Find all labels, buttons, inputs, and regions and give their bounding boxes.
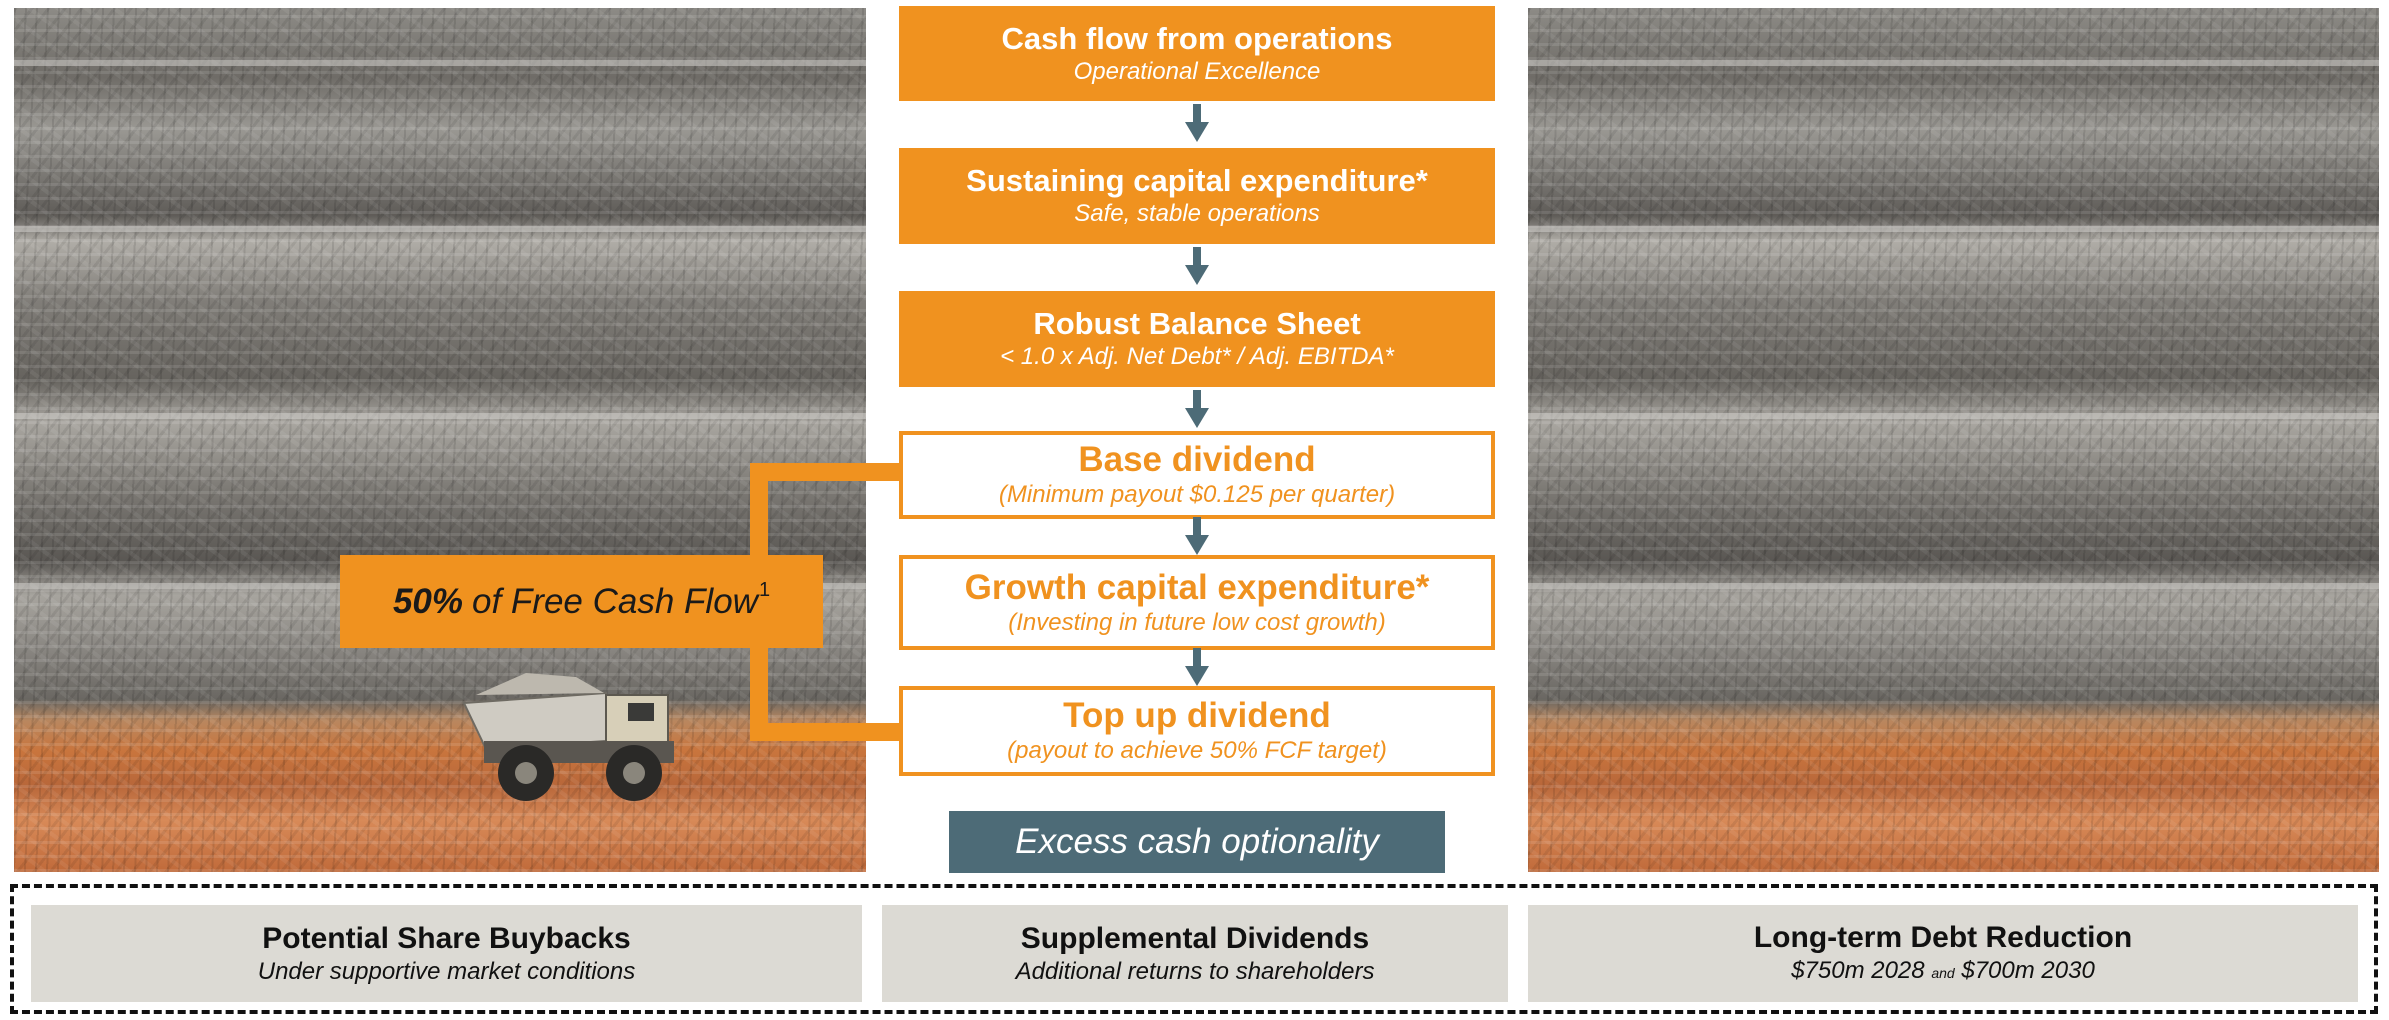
- flow-step-subtitle: (Minimum payout $0.125 per quarter): [998, 481, 1396, 508]
- excess-cash-options-frame: [10, 884, 2378, 1014]
- flow-step-title: Growth capital expenditure*: [964, 567, 1430, 607]
- arrow-down-icon: [1185, 648, 1209, 686]
- option-supplemental-dividends: Supplemental Dividends Additional return…: [882, 905, 1508, 1002]
- option-title: Supplemental Dividends: [1020, 921, 1370, 955]
- option-debt-reduction: Long-term Debt Reduction $750m 2028 and …: [1528, 905, 2358, 1002]
- flow-step-subtitle: Operational Excellence: [1073, 57, 1321, 85]
- flow-step-balance-sheet: Robust Balance Sheet < 1.0 x Adj. Net De…: [899, 291, 1495, 387]
- excess-cash-optionality-label: Excess cash optionality: [949, 811, 1445, 873]
- mine-photo-right: [1528, 8, 2379, 872]
- fcf-label: of Free Cash Flow: [472, 581, 758, 621]
- bench-ledge: [1528, 583, 2379, 589]
- option-title: Potential Share Buybacks: [262, 921, 631, 955]
- mine-photo-left: [14, 8, 866, 872]
- fcf-footnote-marker: 1: [758, 578, 771, 601]
- arrow-down-icon: [1185, 390, 1209, 428]
- bench-ledge: [1528, 413, 2379, 419]
- bench-ledge: [14, 60, 866, 66]
- option-subtitle-connector: and: [1931, 964, 1955, 981]
- arrow-down-icon: [1185, 104, 1209, 142]
- option-share-buybacks: Potential Share Buybacks Under supportiv…: [31, 905, 862, 1002]
- bench-ledge: [14, 226, 866, 232]
- flow-step-subtitle: < 1.0 x Adj. Net Debt* / Adj. EBITDA*: [1000, 343, 1394, 370]
- flow-step-subtitle: Safe, stable operations: [1074, 200, 1320, 227]
- fcf-percent: 50%: [392, 581, 463, 621]
- flow-step-sustaining-capex: Sustaining capital expenditure* Safe, st…: [899, 148, 1495, 244]
- flow-step-subtitle: (payout to achieve 50% FCF target): [1007, 737, 1387, 764]
- haul-truck-icon: [462, 673, 674, 801]
- arrow-down-icon: [1185, 517, 1209, 555]
- flow-step-growth-capex: Growth capital expenditure* (Investing i…: [899, 555, 1495, 650]
- fcf-callout: 50% of Free Cash Flow1: [340, 555, 823, 648]
- arrow-down-icon: [1185, 247, 1209, 285]
- flow-step-base-dividend: Base dividend (Minimum payout $0.125 per…: [899, 431, 1495, 519]
- option-title: Long-term Debt Reduction: [1753, 920, 2133, 954]
- flow-step-title: Cash flow from operations: [1001, 20, 1393, 56]
- fcf-text: of Free Cash Flow1: [472, 578, 771, 622]
- flow-step-title: Robust Balance Sheet: [1033, 306, 1361, 341]
- flow-step-title: Top up dividend: [1063, 696, 1331, 735]
- bench-ledge: [1528, 60, 2379, 66]
- flow-step-top-up-dividend: Top up dividend (payout to achieve 50% F…: [899, 686, 1495, 776]
- option-subtitle-part: $700m 2030: [1961, 956, 2095, 984]
- flow-step-title: Sustaining capital expenditure*: [966, 163, 1428, 198]
- flow-step-subtitle: (Investing in future low cost growth): [1008, 608, 1386, 636]
- option-subtitle-part: $750m 2028: [1791, 956, 1925, 984]
- flow-step-cash-flow: Cash flow from operations Operational Ex…: [899, 6, 1495, 101]
- flow-step-title: Base dividend: [1078, 440, 1316, 479]
- option-subtitle: Additional returns to shareholders: [1015, 957, 1375, 985]
- option-subtitle: Under supportive market conditions: [257, 957, 636, 985]
- bench-ledge: [1528, 226, 2379, 232]
- bench-ledge: [14, 413, 866, 419]
- option-subtitle: $750m 2028 and $700m 2030: [1791, 956, 2095, 988]
